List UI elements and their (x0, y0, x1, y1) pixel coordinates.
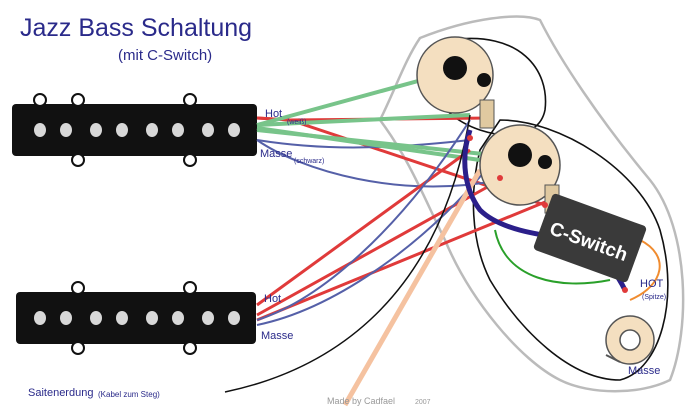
switch-green-wire (494, 229, 611, 285)
credit-text: Made by Cadfael (327, 396, 395, 406)
neck-pickup (12, 93, 257, 167)
tone-pot (479, 124, 561, 214)
neck-hot-label: Hot (265, 108, 282, 120)
volume-pot (416, 36, 495, 129)
neck-hot-note: (weiß) (287, 119, 306, 126)
jack-ground-label: Masse (628, 365, 660, 377)
bridge-ground-label: Masse (261, 330, 293, 342)
page-subtitle: (mit C-Switch) (118, 47, 213, 64)
control-cavity-outline (472, 119, 669, 381)
solder-points (467, 135, 628, 293)
jack-hot-note: (Spitze) (642, 294, 666, 301)
output-jack[interactable] (605, 315, 655, 365)
jack-wire (342, 168, 483, 407)
page-title: Jazz Bass Schaltung (20, 14, 253, 42)
switch-orange-wire (629, 239, 661, 301)
neck-ground-label: Masse (260, 148, 292, 160)
bridge-hot-label: Hot (264, 293, 281, 305)
jack-hot-label: HOT (640, 278, 664, 290)
string-ground-note: (Kabel zum Steg) (98, 390, 160, 399)
bridge-pickup (16, 281, 256, 355)
string-ground-wire (224, 114, 471, 393)
c-switch[interactable]: C-Switch (533, 193, 647, 284)
credit-year: 2007 (415, 399, 431, 406)
string-ground-label: Saitenerdung (28, 387, 93, 399)
neck-ground-note: (schwarz) (294, 158, 324, 165)
